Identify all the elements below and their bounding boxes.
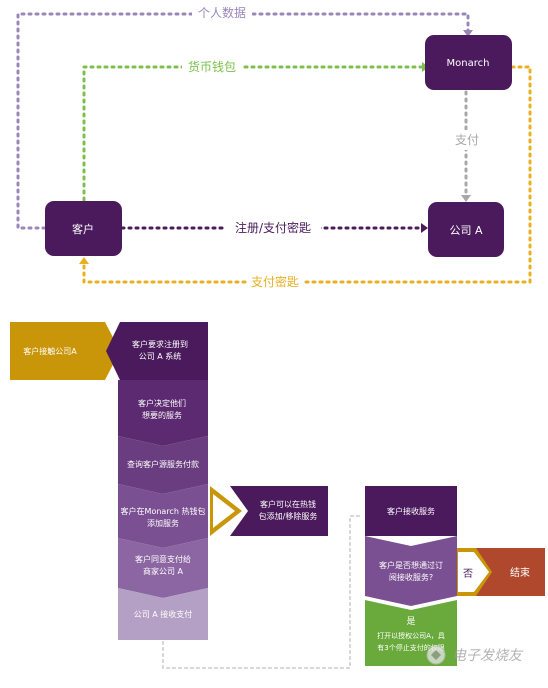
step-6-shape	[118, 588, 208, 640]
company-a-node-label: 公司 A	[449, 224, 482, 237]
register-key-arrow	[421, 223, 428, 233]
step-6-line-1: 公司 A 接收支付	[134, 609, 193, 619]
side-note-line-2: 包添加/移除服务	[259, 511, 318, 521]
start-label: 客户接触公司A	[23, 346, 77, 356]
watermark: 电子发烧友	[426, 645, 524, 665]
watermark-text: 电子发烧友	[452, 648, 524, 664]
side-chevron-inner	[213, 494, 235, 528]
payment-arrow	[461, 195, 471, 202]
monarch-node-label: Monarch	[447, 58, 490, 69]
payment-key-label: 支付密匙	[251, 274, 299, 289]
monarch-node	[425, 35, 512, 90]
no-chevron-inner	[458, 552, 489, 592]
yes-text-line-2: 有3个停止支付的权限	[377, 643, 444, 652]
step-3-line-1: 查询客户源服务付款	[127, 459, 199, 469]
step-5-line-2: 商家公司 A	[143, 566, 184, 576]
receive-service-box	[365, 486, 457, 536]
receive-service-label: 客户接收服务	[387, 506, 435, 516]
personal-data-label: 个人数据	[198, 5, 246, 20]
no-label: 否	[463, 568, 473, 580]
step-3-shape	[118, 436, 208, 494]
step-4-line-1: 客户在Monarch 热钱包	[121, 506, 206, 516]
register-key-label: 注册/支付密匙	[235, 220, 311, 235]
question-line-1: 客户是否想通过订	[379, 560, 443, 570]
step-4-line-2: 添加服务	[147, 518, 179, 528]
yes-text-line-1: 打开以授权公司A，具	[377, 631, 445, 640]
personal-data-arrow	[463, 30, 473, 37]
personal-data-line	[16, 12, 470, 230]
question-shape	[365, 536, 457, 606]
side-note-shape	[230, 486, 328, 536]
currency-wallet-label: 货币钱包	[188, 59, 236, 74]
customer-node-label: 客户	[72, 222, 94, 236]
step-4-shape	[118, 484, 208, 548]
end-label: 结束	[510, 566, 530, 579]
step-2-shape	[118, 380, 208, 446]
payment-key-line	[82, 65, 532, 284]
payment-key-arrow	[79, 257, 89, 264]
connector-line	[162, 515, 363, 669]
step-1-line-1: 客户要求注册到	[132, 339, 188, 349]
question-line-2: 阅接收服务?	[389, 572, 433, 582]
currency-wallet-line	[82, 65, 427, 202]
step-1-shape	[106, 322, 208, 380]
company-a-node	[428, 202, 504, 257]
end-shape	[476, 548, 545, 596]
step-2-line-1: 客户决定他们	[138, 398, 186, 408]
step-5-line-1: 客户同意支付给	[135, 554, 191, 564]
yes-label: 是	[406, 616, 415, 627]
payment-label: 支付	[455, 133, 479, 147]
side-note-line-1: 客户可以在热钱	[260, 499, 316, 509]
customer-node	[45, 201, 122, 256]
step-1-line-2: 公司 A 系统	[139, 351, 182, 361]
step-5-shape	[118, 538, 208, 598]
start-chevron	[10, 322, 120, 380]
step-2-line-2: 想要的服务	[142, 410, 182, 420]
